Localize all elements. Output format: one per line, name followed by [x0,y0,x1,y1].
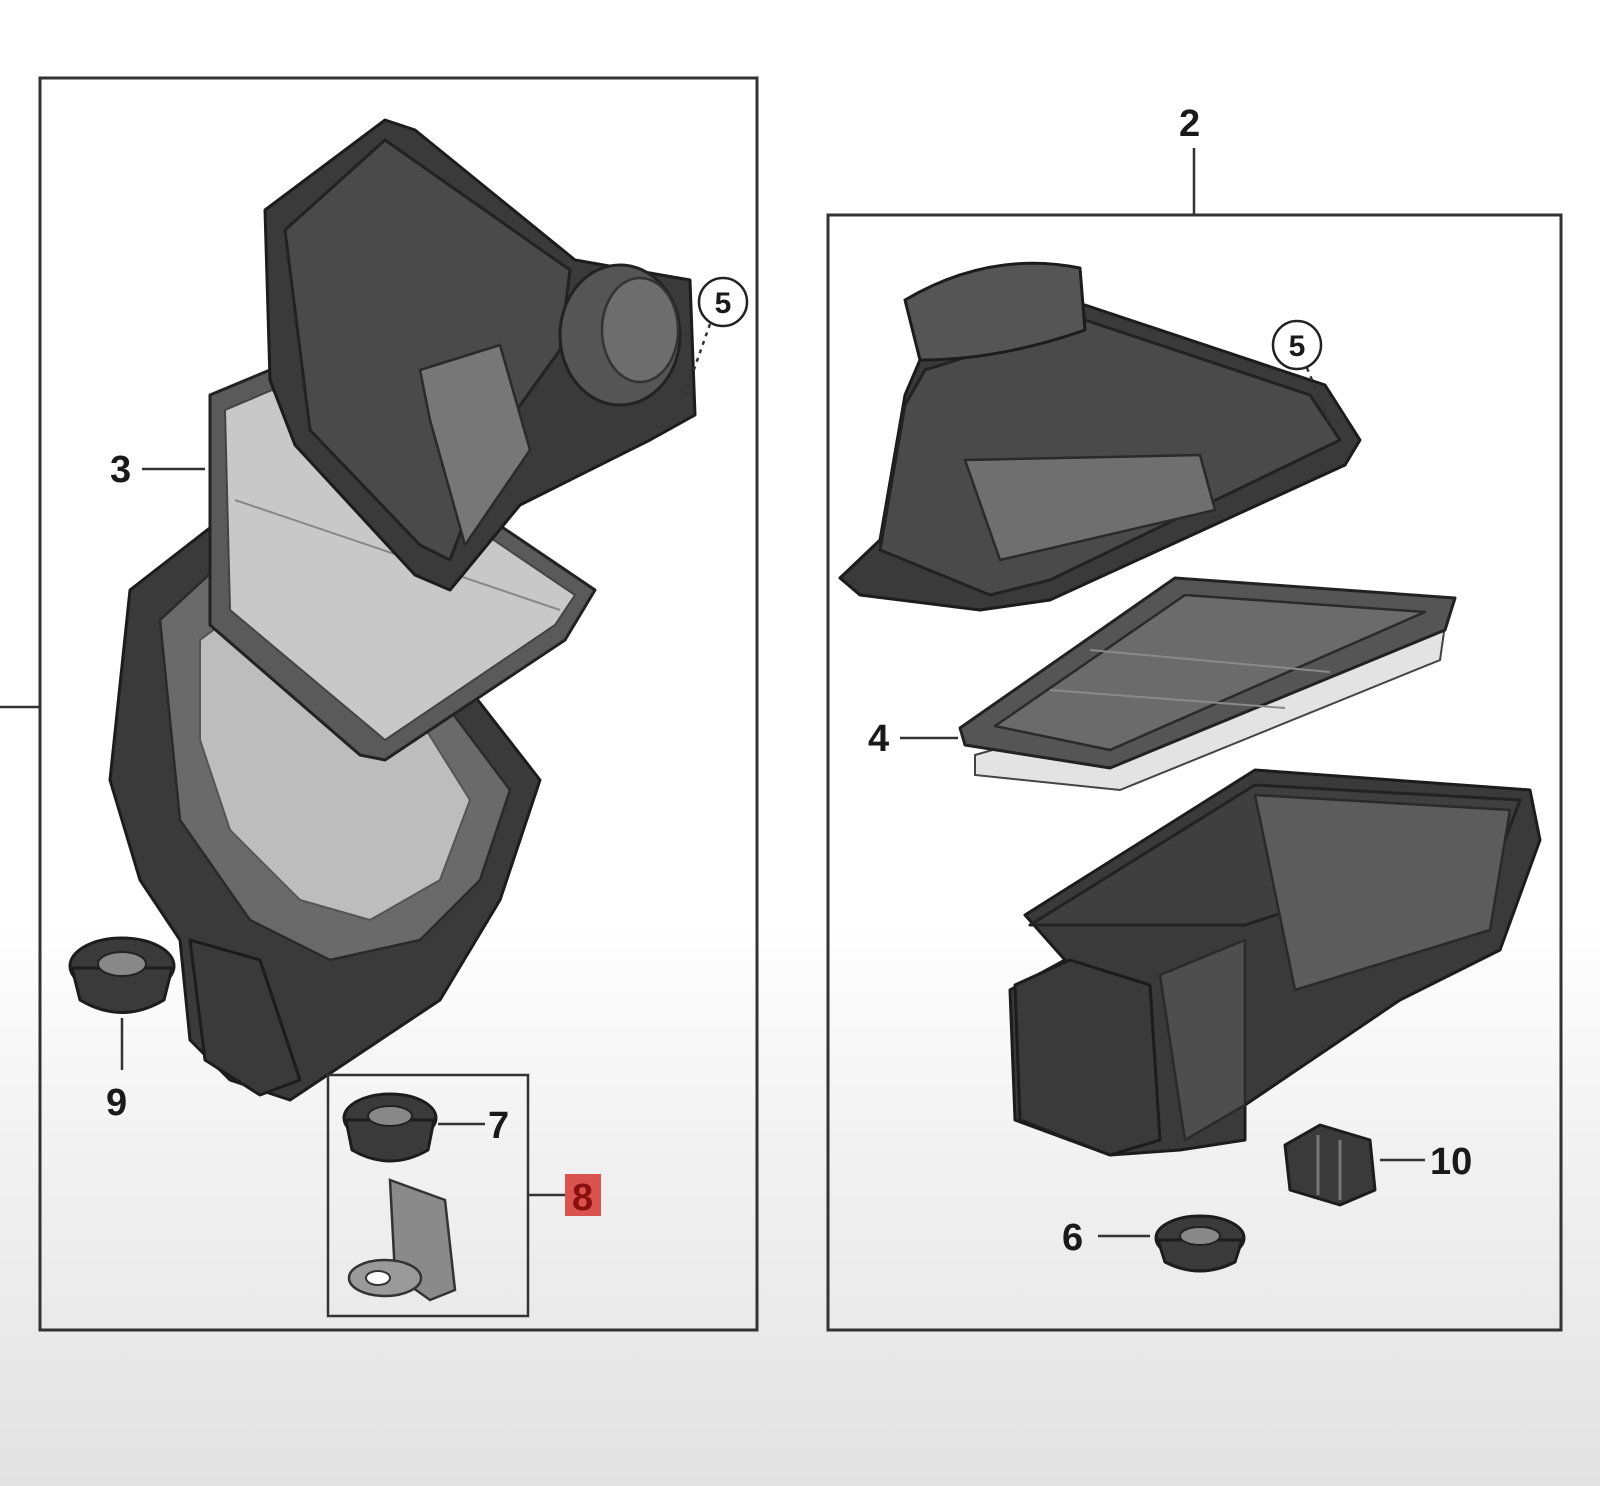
callout-8: 8 [572,1177,593,1219]
filter-element-3 [208,368,597,762]
grommet-7 [342,1092,438,1163]
callout-9: 9 [106,1082,127,1124]
callout-8-highlight [565,1174,601,1216]
callout-6: 6 [1062,1217,1083,1259]
lower-housing-right [1008,768,1542,1157]
svg-text:5: 5 [1289,330,1306,363]
upper-housing-right [838,261,1362,612]
callout-5-right: 5 [1271,319,1334,429]
grommet-9 [68,936,176,1014]
callout-10: 10 [1430,1141,1472,1183]
bracket-8 [347,1178,457,1302]
callout-5-left: 5 [683,276,749,396]
clip-10 [1283,1123,1377,1207]
callout-3: 3 [110,449,131,491]
grommet-6 [1154,1214,1246,1273]
callout-7: 7 [488,1105,509,1147]
left-assembly-frame [38,76,759,1332]
svg-text:5: 5 [715,287,732,320]
upper-housing-left [263,118,697,592]
filter-element-4 [958,576,1457,792]
callout-2: 2 [1179,103,1200,145]
callout-4: 4 [868,718,889,760]
